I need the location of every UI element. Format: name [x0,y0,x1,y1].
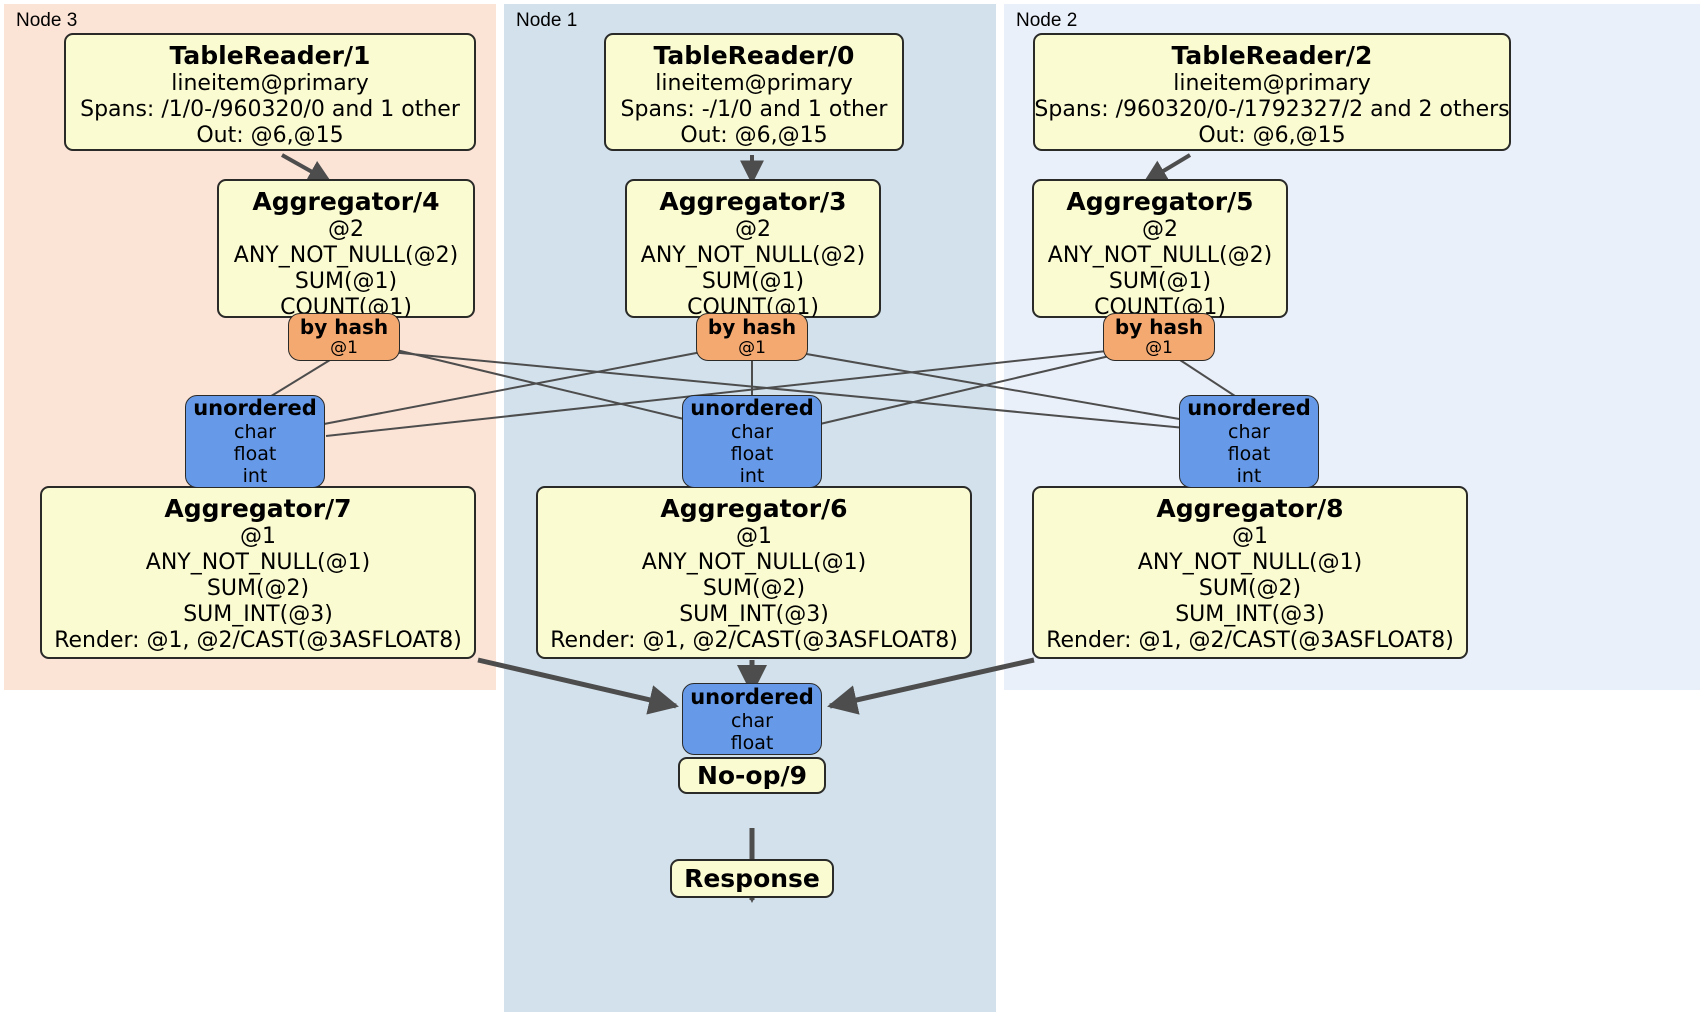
processor-title: Aggregator/8 [1156,494,1344,523]
processor-line: SUM_INT(@3) [1175,602,1325,627]
processor-aggregator-8[interactable]: Aggregator/8 @1 ANY_NOT_NULL(@1) SUM(@2)… [1032,486,1468,659]
synchronizer-line: char [1228,421,1270,443]
processor-title: Aggregator/3 [659,187,847,216]
processor-response[interactable]: Response [670,859,834,898]
processor-line: ANY_NOT_NULL(@1) [1137,550,1363,575]
processor-line: ANY_NOT_NULL(@1) [145,550,371,575]
processor-line: @2 [1142,217,1178,242]
processor-line: Out: @6,@15 [196,123,344,148]
processor-line: SUM(@1) [701,269,805,294]
synchronizer-title: unordered [690,684,814,709]
router-by-hash-left[interactable]: by hash @1 [288,313,400,361]
processor-line: Render: @1, @2/CAST(@3ASFLOAT8) [1046,628,1454,653]
processor-title: TableReader/0 [653,41,855,70]
processor-line: lineitem@primary [655,71,853,96]
synchronizer-unordered-final[interactable]: unordered char float [682,683,822,755]
processor-line: lineitem@primary [1173,71,1371,96]
synchronizer-line: float [730,443,774,465]
node-panel-label-node1: Node 1 [516,10,578,31]
processor-title: Aggregator/4 [252,187,440,216]
processor-title: No-op/9 [696,760,808,790]
processor-title: TableReader/2 [1171,41,1373,70]
processor-line: SUM_INT(@3) [183,602,333,627]
processor-line: SUM(@2) [206,576,310,601]
synchronizer-title: unordered [193,396,317,420]
synchronizer-unordered-center[interactable]: unordered char float int [682,395,822,488]
processor-line: ANY_NOT_NULL(@1) [641,550,867,575]
processor-table-reader-2[interactable]: TableReader/2 lineitem@primary Spans: /9… [1033,33,1511,151]
synchronizer-line: char [731,421,773,443]
processor-aggregator-7[interactable]: Aggregator/7 @1 ANY_NOT_NULL(@1) SUM(@2)… [40,486,476,659]
processor-line: SUM_INT(@3) [679,602,829,627]
synchronizer-unordered-right[interactable]: unordered char float int [1179,395,1319,488]
router-title: by hash [1114,315,1204,339]
synchronizer-line: int [739,465,765,487]
processor-line: SUM(@1) [294,269,398,294]
processor-noop-9[interactable]: No-op/9 [678,757,826,794]
processor-title: TableReader/1 [169,41,371,70]
processor-line: lineitem@primary [171,71,369,96]
synchronizer-title: unordered [1187,396,1311,420]
router-line: @1 [1145,338,1173,358]
processor-aggregator-5[interactable]: Aggregator/5 @2 ANY_NOT_NULL(@2) SUM(@1)… [1032,179,1288,320]
processor-title: Aggregator/6 [660,494,848,523]
processor-line: Out: @6,@15 [680,123,828,148]
processor-line: Out: @6,@15 [1198,123,1346,148]
synchronizer-line: float [233,443,277,465]
processor-line: Render: @1, @2/CAST(@3ASFLOAT8) [54,628,462,653]
processor-line: @1 [1232,524,1268,549]
synchronizer-line: int [242,465,268,487]
processor-line: SUM(@1) [1108,269,1212,294]
processor-aggregator-4[interactable]: Aggregator/4 @2 ANY_NOT_NULL(@2) SUM(@1)… [217,179,475,320]
synchronizer-line: float [1227,443,1271,465]
processor-line: Spans: /960320/0-/1792327/2 and 2 others [1034,97,1510,122]
node-panel-label-node2: Node 2 [1016,10,1078,31]
processor-line: @2 [328,217,364,242]
processor-line: @1 [240,524,276,549]
processor-line: ANY_NOT_NULL(@2) [1047,243,1273,268]
processor-line: SUM(@2) [1198,576,1302,601]
processor-aggregator-6[interactable]: Aggregator/6 @1 ANY_NOT_NULL(@1) SUM(@2)… [536,486,972,659]
router-line: @1 [738,338,766,358]
processor-line: SUM(@2) [702,576,806,601]
processor-line: Spans: -/1/0 and 1 other [620,97,888,122]
processor-table-reader-0[interactable]: TableReader/0 lineitem@primary Spans: -/… [604,33,904,151]
processor-line: ANY_NOT_NULL(@2) [233,243,459,268]
router-by-hash-right[interactable]: by hash @1 [1103,313,1215,361]
processor-line: @2 [735,217,771,242]
processor-line: ANY_NOT_NULL(@2) [640,243,866,268]
synchronizer-line: float [730,731,774,754]
processor-line: Render: @1, @2/CAST(@3ASFLOAT8) [550,628,958,653]
synchronizer-line: char [731,709,773,732]
processor-title: Aggregator/5 [1066,187,1254,216]
processor-line: Spans: /1/0-/960320/0 and 1 other [80,97,460,122]
processor-title: Aggregator/7 [164,494,352,523]
router-title: by hash [707,315,797,339]
node-panel-label-node3: Node 3 [16,10,78,31]
synchronizer-unordered-left[interactable]: unordered char float int [185,395,325,488]
synchronizer-line: int [1236,465,1262,487]
router-title: by hash [299,315,389,339]
processor-line: @1 [736,524,772,549]
synchronizer-title: unordered [690,396,814,420]
processor-aggregator-3[interactable]: Aggregator/3 @2 ANY_NOT_NULL(@2) SUM(@1)… [625,179,881,320]
router-line: @1 [330,338,358,358]
processor-table-reader-1[interactable]: TableReader/1 lineitem@primary Spans: /1… [64,33,476,151]
router-by-hash-center[interactable]: by hash @1 [696,313,808,361]
synchronizer-line: char [234,421,276,443]
processor-title: Response [684,863,820,893]
